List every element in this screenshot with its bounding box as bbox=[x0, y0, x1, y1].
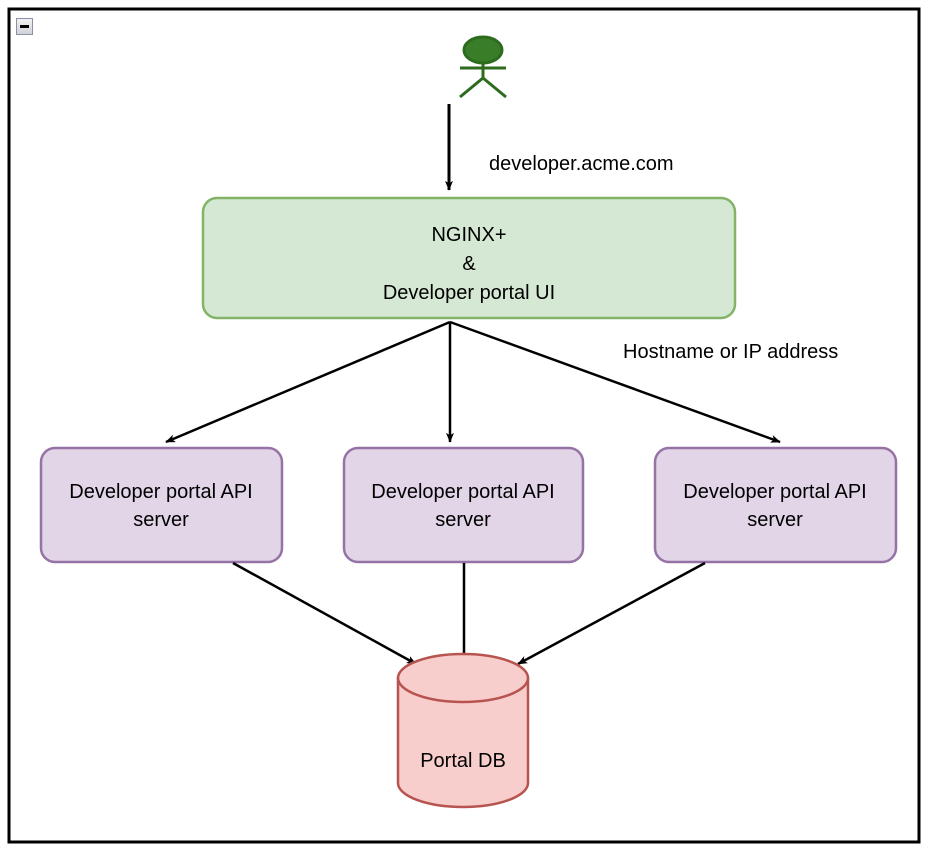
node-api-server-2-label-line2: server bbox=[435, 509, 491, 531]
edge-label-developer-url: developer.acme.com bbox=[489, 153, 674, 175]
actor-leg-right-icon bbox=[482, 76, 507, 99]
node-api-server-3-label-line2: server bbox=[747, 509, 803, 531]
node-nginx-label-line2: & bbox=[462, 253, 476, 275]
node-portal-db-top bbox=[396, 652, 530, 704]
actor-head-icon bbox=[462, 35, 504, 65]
edge-nginx-to-api1 bbox=[165, 320, 451, 444]
node-api-server-3-shape bbox=[653, 446, 898, 564]
edge-api3-to-db bbox=[517, 561, 706, 666]
user-actor bbox=[459, 35, 507, 99]
node-nginx-label-line1: NGINX+ bbox=[431, 224, 506, 246]
collapse-button[interactable] bbox=[16, 18, 33, 35]
node-api-server-2[interactable]: Developer portal API server bbox=[342, 446, 585, 564]
edge-nginx-to-api3 bbox=[449, 320, 781, 444]
node-nginx-label-line3: Developer portal UI bbox=[383, 282, 555, 304]
edge-label-hostname-or-ip: Hostname or IP address bbox=[623, 341, 838, 363]
node-portal-db-body bbox=[396, 676, 530, 809]
node-api-server-1-shape bbox=[39, 446, 284, 564]
node-api-server-3-label-line1: Developer portal API bbox=[683, 481, 866, 503]
node-nginx-shape bbox=[201, 196, 737, 320]
node-portal-db[interactable]: Portal DB bbox=[396, 652, 530, 809]
node-api-server-2-shape bbox=[342, 446, 585, 564]
node-api-server-1-label-line2: server bbox=[133, 509, 189, 531]
node-api-server-1-label-line1: Developer portal API bbox=[69, 481, 252, 503]
node-nginx[interactable]: NGINX+ & Developer portal UI bbox=[201, 196, 737, 320]
node-api-server-1[interactable]: Developer portal API server bbox=[39, 446, 284, 564]
node-api-server-3[interactable]: Developer portal API server bbox=[653, 446, 898, 564]
node-api-server-2-label-line1: Developer portal API bbox=[371, 481, 554, 503]
actor-leg-left-icon bbox=[459, 76, 484, 99]
edge-api1-to-db bbox=[232, 561, 417, 666]
node-portal-db-label: Portal DB bbox=[420, 750, 506, 772]
minus-icon bbox=[20, 25, 29, 28]
